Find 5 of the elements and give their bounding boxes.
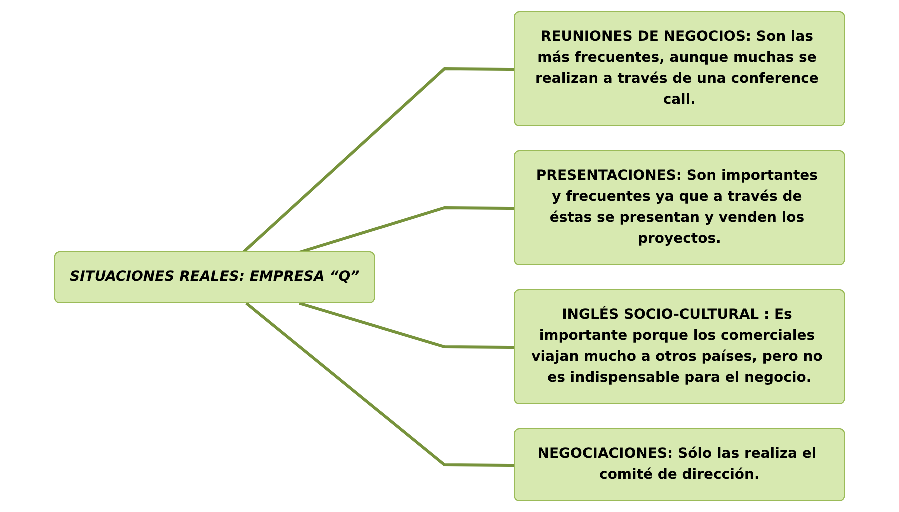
mind-map-diagram: SITUACIONES REALES: EMPRESA “Q” REUNIONES DE NEGOCIOS: Son las más frecuentes, aunque muchas se realizan a través de una conference call. PRESENTACIONES: Son importantes y frecuentes ya que a través de éstas se presentan y venden los proyectos. INGLÉS SOCIO-CULTURAL : Es importante porque los comerciales viajan mucho a otros países, pero no es indispensable para el negocio. NEGOCIACIONES: Sólo las realiza el comité de dirección.: [46, 4, 852, 508]
connector: [245, 302, 515, 466]
connector: [298, 206, 515, 254]
connector: [298, 302, 515, 348]
connector: [242, 67, 515, 254]
